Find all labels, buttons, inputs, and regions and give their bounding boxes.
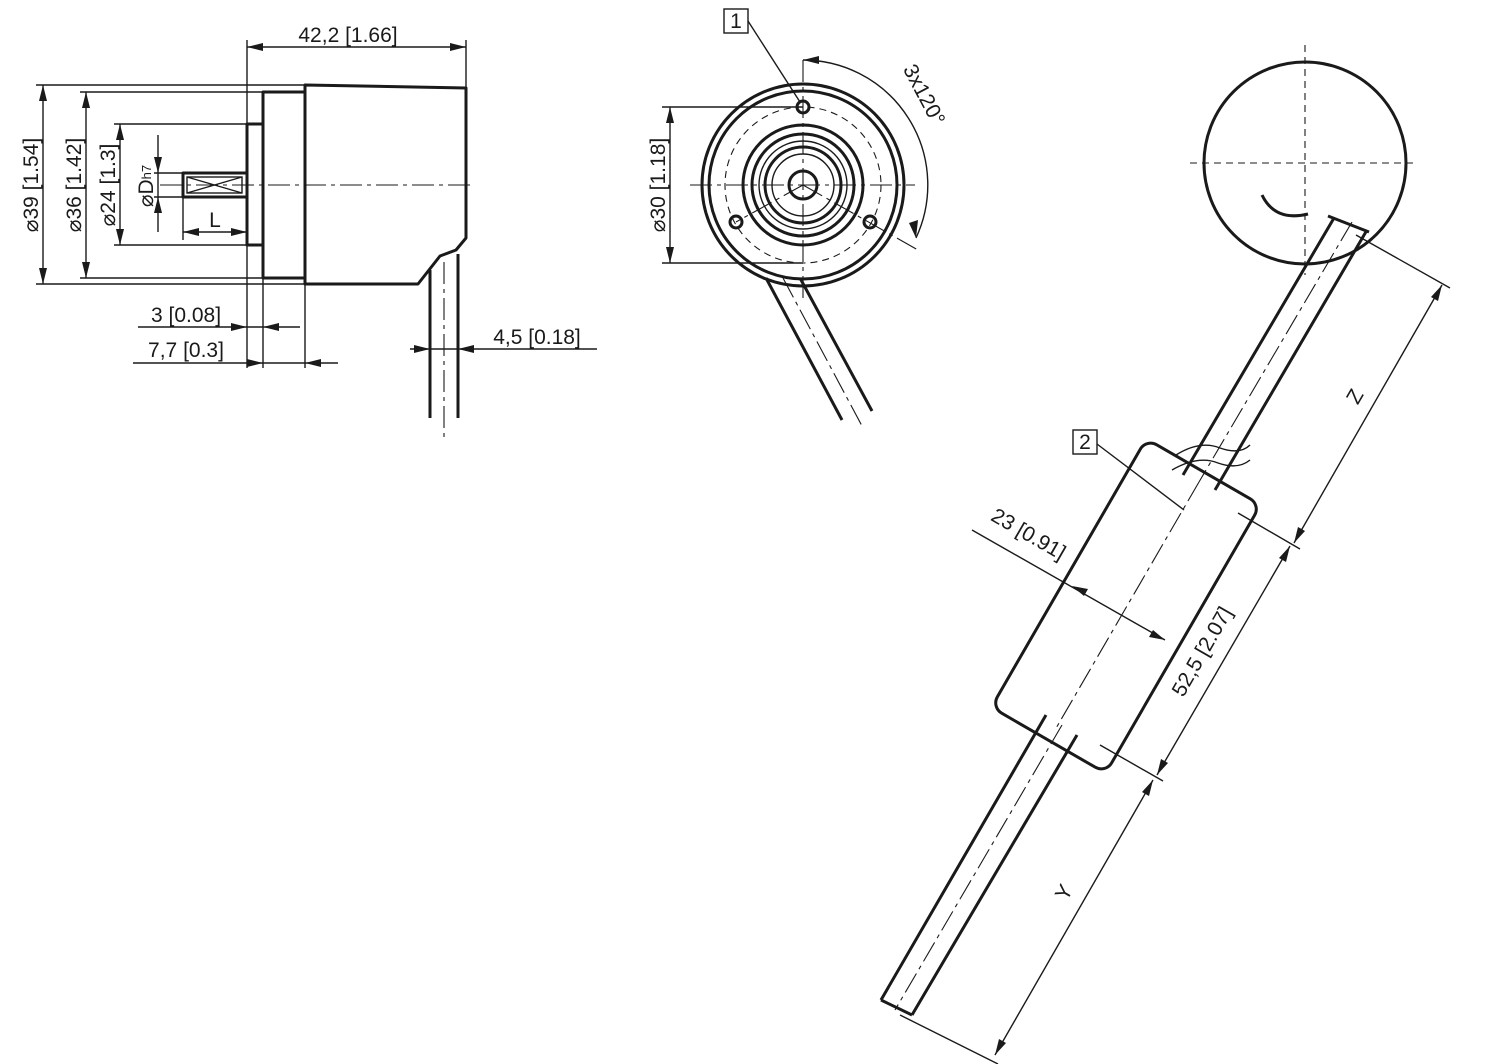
break-line <box>1175 444 1251 456</box>
svg-text:⌀Dh7: ⌀Dh7 <box>135 165 158 207</box>
cable-front <box>764 277 874 427</box>
shaft-diameter-label: D <box>135 179 158 194</box>
overall-length-label: 42,2 [1.66] <box>298 24 397 47</box>
callout-2: 2 <box>1072 429 1185 511</box>
extension-line <box>1355 234 1451 289</box>
hole-pattern-label: 3x120° <box>898 61 949 130</box>
depth-dimensions: 3 [0.08] 7,7 [0.3] <box>133 245 338 368</box>
ferrite-axis <box>1054 481 1200 731</box>
cable-diameter-label: 4,5 [0.18] <box>493 326 581 349</box>
svg-text:⌀36 [1.42]: ⌀36 [1.42] <box>63 138 86 232</box>
svg-text:⌀24 [1.3]: ⌀24 [1.3] <box>97 144 120 227</box>
cable-side <box>428 254 460 438</box>
bolt-circle-label: 30 [1.18] <box>647 138 670 220</box>
z-length-label: Z <box>1342 385 1368 408</box>
front-view: 1 3x120° ⌀30 [1.18] <box>647 8 949 427</box>
svg-text:⌀30 [1.18]: ⌀30 [1.18] <box>647 138 670 232</box>
shaft-length-dimension: L <box>182 197 247 240</box>
flange-diameter-label: 36 [1.42] <box>63 138 86 220</box>
mounting-hole <box>728 214 744 230</box>
ferrite-length-dimension: 52,5 [2.07] <box>1156 545 1291 776</box>
y-length-label: Y <box>1051 881 1078 905</box>
extension-line <box>1099 744 1164 782</box>
extension-line <box>1237 512 1301 550</box>
cable-diameter-dimension: 4,5 [0.18] <box>410 326 597 353</box>
ferrite-diameter-label: 23 [0.91] <box>987 504 1069 565</box>
diameter-symbol: ⌀ <box>135 194 158 207</box>
diameter-symbol: ⌀ <box>63 220 86 233</box>
hole-axis <box>802 184 919 251</box>
overall-length-dimension: 42,2 [1.66] <box>246 24 467 124</box>
callout-2-label: 2 <box>1079 431 1091 454</box>
diameter-symbol: ⌀ <box>97 214 120 227</box>
encoder-housing <box>303 83 468 286</box>
callout-1-label: 1 <box>730 10 742 33</box>
bolt-circle-dimension: ⌀30 [1.18] <box>647 106 803 264</box>
y-dimension: Y <box>994 779 1154 1056</box>
diameter-dimensions: ⌀39 [1.54] ⌀36 [1.42] ⌀24 [1.3] ⌀Dh7 <box>20 84 305 285</box>
callout-1: 1 <box>723 8 801 103</box>
cable-lower <box>879 714 1079 1017</box>
shaft-tolerance-label: h7 <box>139 165 154 179</box>
diameter-symbol: ⌀ <box>20 220 43 233</box>
ferrite-core <box>994 441 1258 771</box>
cable-view: 2 23 [0.91] Z 52,5 [2.07] <box>879 45 1451 1064</box>
cable-upper <box>1181 214 1370 491</box>
housing-diameter-label: 39 [1.54] <box>20 138 43 220</box>
flange-depth-label: 7,7 [0.3] <box>148 339 224 362</box>
hole-axis <box>735 184 804 223</box>
side-view: 42,2 [1.66] ⌀39 [1.54] <box>20 24 597 438</box>
mounting-hole <box>862 214 878 230</box>
cable-bend <box>1260 194 1309 218</box>
spigot-diameter-label: 24 [1.3] <box>97 144 120 214</box>
ferrite-length-label: 52,5 [2.07] <box>1168 603 1238 700</box>
svg-text:⌀39 [1.54]: ⌀39 [1.54] <box>20 138 43 232</box>
extension-line <box>899 1014 999 1064</box>
spigot-depth-label: 3 [0.08] <box>151 304 221 327</box>
shaft-length-label: L <box>209 209 221 232</box>
diameter-symbol: ⌀ <box>647 220 670 233</box>
z-dimension: Z <box>1293 284 1443 544</box>
